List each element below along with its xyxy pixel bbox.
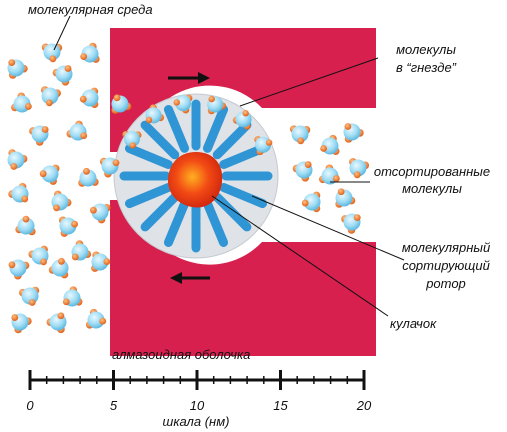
molecule [18, 286, 40, 306]
molecular-medium [7, 42, 370, 334]
molecule [59, 216, 78, 237]
molecule [341, 213, 361, 234]
labels: молекулярная среда молекулы в “гнезде” о… [28, 2, 490, 362]
molecule [99, 157, 120, 178]
molecule [40, 86, 61, 107]
sorting-rotor [113, 93, 279, 259]
molecule [145, 104, 165, 124]
molecule [28, 245, 49, 266]
rotor-spoke [212, 192, 252, 232]
scale-tick-label: 15 [273, 398, 288, 413]
molecule [289, 125, 311, 145]
scale-tick-label: 5 [110, 398, 118, 413]
shell-top-block [110, 28, 376, 152]
scale-bar: 0 5 10 15 20 шкала (нм) [26, 370, 372, 429]
label-shell: алмазоидная оболочка [112, 347, 250, 362]
label-nest-2: в “гнезде” [396, 60, 457, 75]
rotor-spoke [202, 104, 229, 153]
rotor-spoke [124, 143, 173, 170]
rotor-spoke [124, 182, 173, 209]
label-nest-1: молекулы [396, 42, 456, 57]
molecule [111, 94, 132, 114]
molecule [7, 59, 28, 79]
molecule [232, 110, 252, 130]
molecule [71, 240, 92, 261]
nested-molecules [122, 94, 273, 156]
molecule [335, 188, 356, 208]
label-medium: молекулярная среда [28, 2, 153, 17]
rotor-spoke [219, 182, 268, 209]
cam [167, 152, 223, 208]
molecule [11, 313, 32, 334]
molecule [254, 136, 273, 156]
molecule [343, 123, 364, 143]
molecule [48, 257, 69, 279]
arrow-right-icon [168, 72, 210, 84]
molecule [85, 308, 107, 329]
leader-lines [53, 15, 405, 317]
label-sorted-2: молекулы [402, 181, 462, 196]
rotation-arrows [168, 72, 210, 284]
molecule [52, 65, 73, 86]
molecule [292, 161, 313, 182]
rotor-spoke [163, 199, 190, 248]
label-sorted-1: отсортированные [374, 164, 490, 179]
molecule [301, 191, 321, 213]
molecule [91, 251, 111, 272]
molecule [318, 164, 340, 185]
molecule [29, 125, 49, 146]
label-rotor-1: молекулярный [402, 240, 490, 255]
rotor-spoke [140, 192, 180, 232]
label-rotor-2: сортирующий [402, 258, 490, 273]
rotor-spoke [202, 199, 229, 248]
molecule [89, 203, 111, 224]
molecule [207, 95, 227, 115]
rotor-spoke [212, 120, 252, 160]
rotor-spoke [140, 120, 180, 160]
molecule [7, 149, 28, 170]
molecule [80, 42, 100, 63]
molecule [8, 259, 30, 280]
molecule [15, 215, 36, 236]
label-cam: кулачок [390, 316, 437, 331]
molecule [320, 134, 340, 155]
molecule [349, 158, 370, 179]
label-rotor-3: ротор [425, 276, 466, 291]
shell-bottom-block [110, 200, 376, 356]
molecule [78, 167, 99, 187]
scale-tick-label: 0 [26, 398, 34, 413]
scale-caption: шкала (нм) [163, 414, 230, 429]
molecule [11, 92, 32, 113]
molecule [122, 131, 142, 149]
scale-ticks: 0 5 10 15 20 [26, 370, 372, 413]
rotor-spokes [119, 99, 273, 253]
rotor-spoke [163, 104, 190, 153]
arrow-left-icon [170, 272, 210, 284]
molecule [51, 190, 72, 212]
molecule [79, 87, 99, 108]
molecule [41, 43, 63, 63]
molecule [8, 182, 29, 203]
molecule [39, 164, 60, 185]
molecule [46, 312, 67, 334]
molecule [173, 94, 193, 114]
molecule [66, 120, 88, 141]
scale-tick-label: 20 [356, 398, 372, 413]
rotor-spoke [219, 143, 268, 170]
scale-tick-label: 10 [190, 398, 205, 413]
diamondoid-shell [110, 28, 376, 356]
molecule [62, 286, 83, 307]
